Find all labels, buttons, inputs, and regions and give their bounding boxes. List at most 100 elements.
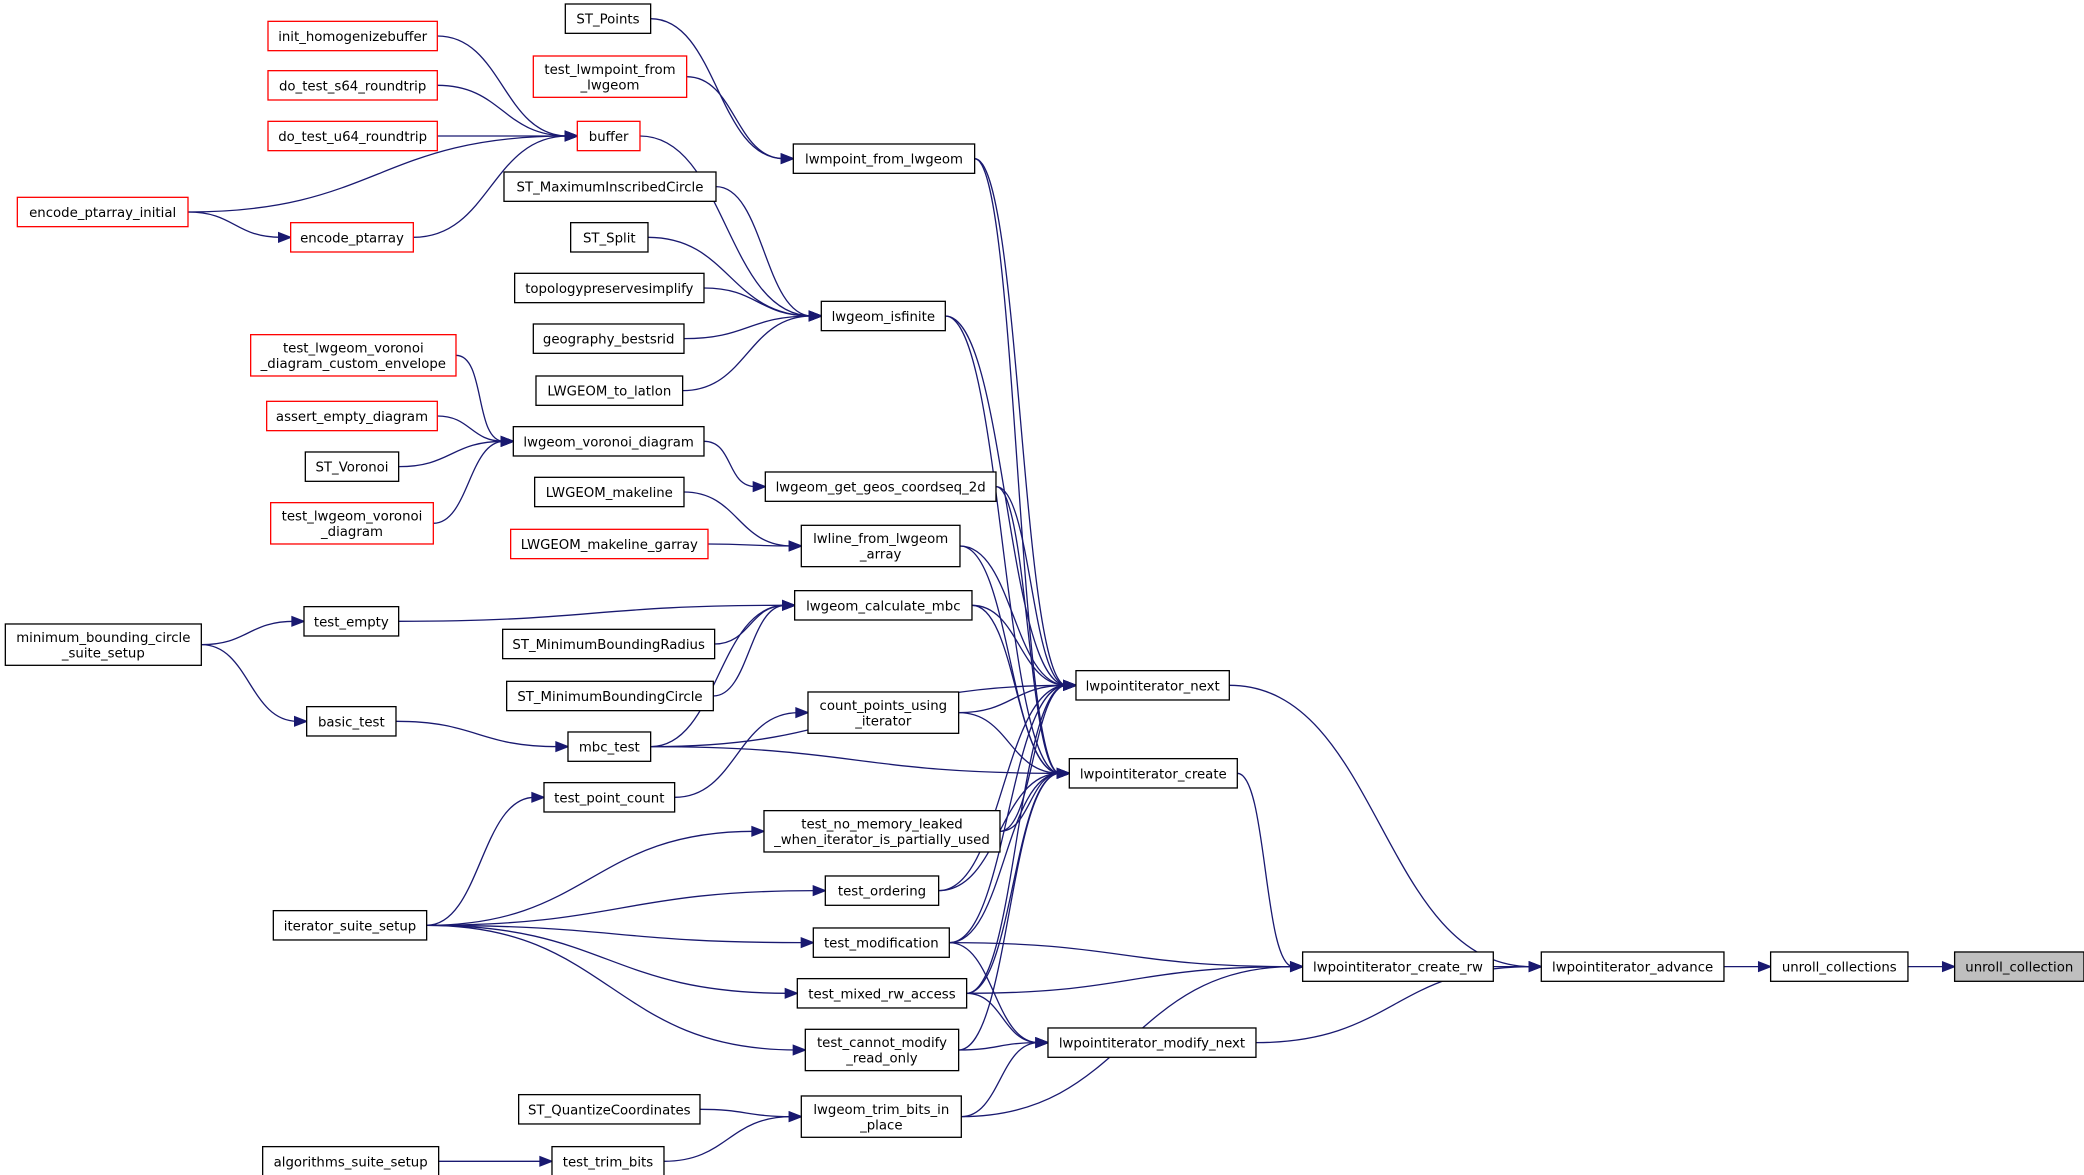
edge-mbc-test-to-lwpointiterator-create xyxy=(650,745,1060,774)
node-box xyxy=(267,20,438,52)
node-lwgeom-trim-bits-in-place[interactable]: lwgeom_trim_bits_in_place xyxy=(800,1095,962,1138)
edge-arrowhead xyxy=(795,707,810,719)
node-test-cannot-modify-read-only[interactable]: test_cannot_modify_read_only xyxy=(804,1028,960,1072)
edge-buffer-to-lwgeom-isfinite xyxy=(639,135,812,317)
node-test-lwmpoint-from-lwgeom[interactable]: test_lwmpoint_from_lwgeom xyxy=(532,55,688,98)
edge-arrowhead xyxy=(780,153,796,165)
edge-arrowhead xyxy=(808,310,824,322)
node-label: lwpointiterator_advance xyxy=(1552,961,1713,976)
node-box xyxy=(270,502,434,545)
node-lwpointiterator-modify-next[interactable]: lwpointiterator_modify_next xyxy=(1047,1027,1257,1058)
edge-lwpointiterator-next-to-lwpointiterator-advance xyxy=(1229,684,1532,968)
node-do-test-s64-roundtrip[interactable]: do_test_s64_roundtrip xyxy=(267,70,438,101)
node-unroll-collections[interactable]: unroll_collections xyxy=(1769,951,1909,982)
edge-test-cannot-modify-read-only-to-lwpointiterator-modify-next xyxy=(958,1041,1039,1051)
node-buffer[interactable]: buffer xyxy=(576,120,641,152)
node-lwgeom-isfinite[interactable]: lwgeom_isfinite xyxy=(820,300,946,332)
node-test-ordering[interactable]: test_ordering xyxy=(824,875,940,906)
edge-lwgeom-get-geos-coordseq-2d-to-lwpointiterator-next xyxy=(995,486,1067,686)
node-test-lwgeom-voronoi-diagram-custom-envelope[interactable]: test_lwgeom_voronoi_diagram_custom_envel… xyxy=(250,334,457,377)
node-lwgeom-makeline-garray[interactable]: LWGEOM_makeline_garray xyxy=(510,528,709,560)
edge-arrowhead xyxy=(555,741,570,753)
node-lwgeom-calculate-mbc[interactable]: lwgeom_calculate_mbc xyxy=(793,590,973,621)
node-minimum-bounding-circle-suite-setup[interactable]: minimum_bounding_circle_suite_setup xyxy=(4,623,202,666)
edge-test-trim-bits-to-lwgeom-trim-bits-in-place xyxy=(663,1115,792,1162)
node-box xyxy=(800,524,961,568)
node-label: assert_empty_diagram xyxy=(276,410,428,425)
node-test-mixed-rw-access[interactable]: test_mixed_rw_access xyxy=(796,977,968,1009)
node-lwmpoint-from-lwgeom[interactable]: lwmpoint_from_lwgeom xyxy=(792,143,976,174)
edge-test-modification-to-lwpointiterator-create-rw xyxy=(949,941,1294,968)
edge-arrowhead xyxy=(751,825,766,837)
edge-arrowhead xyxy=(1063,679,1078,691)
edge-arrowhead xyxy=(752,481,768,493)
node-lwgeom-voronoi-diagram[interactable]: lwgeom_voronoi_diagram xyxy=(512,426,705,457)
node-basic-test[interactable]: basic_test xyxy=(306,705,397,737)
node-st-quantizecoordinates[interactable]: ST_QuantizeCoordinates xyxy=(518,1093,701,1125)
node-label: lwgeom_trim_bits_in xyxy=(813,1103,949,1118)
node-label: lwgeom_voronoi_diagram xyxy=(523,435,693,450)
node-test-point-count[interactable]: test_point_count xyxy=(543,781,676,813)
node-label: encode_ptarray xyxy=(300,231,404,246)
nodes-layer: init_homogenizebuffer do_test_s64_roundtr… xyxy=(4,3,2084,1175)
node-lwline-from-lwgeom-array[interactable]: lwline_from_lwgeom_array xyxy=(800,524,961,568)
edge-arrowhead xyxy=(291,615,306,627)
node-lwpointiterator-create[interactable]: lwpointiterator_create xyxy=(1068,757,1238,789)
node-lwpointiterator-create-rw[interactable]: lwpointiterator_create_rw xyxy=(1301,951,1494,982)
node-topologypreservesimplify[interactable]: topologypreservesimplify xyxy=(514,272,705,304)
node-label: _array xyxy=(859,548,902,563)
node-lwpointiterator-advance[interactable]: lwpointiterator_advance xyxy=(1540,951,1725,982)
edge-count-points-using-iterator-to-lwpointiterator-create xyxy=(958,711,1060,774)
node-st-minimumboundingradius[interactable]: ST_MinimumBoundingRadius xyxy=(502,628,716,660)
edge-minimum-bounding-circle-suite-setup-to-test-empty xyxy=(201,620,295,646)
node-box xyxy=(250,334,457,377)
node-label: test_point_count xyxy=(554,791,664,806)
node-label: LWGEOM_makeline xyxy=(546,486,673,501)
node-test-trim-bits[interactable]: test_trim_bits xyxy=(551,1145,665,1175)
node-box xyxy=(262,1145,440,1175)
node-lwgeom-get-geos-coordseq-2d[interactable]: lwgeom_get_geos_coordseq_2d xyxy=(764,471,997,502)
edge-assert-empty-diagram-to-lwgeom-voronoi-diagram xyxy=(437,415,504,442)
node-box xyxy=(266,400,438,432)
node-do-test-u64-roundtrip[interactable]: do_test_u64_roundtrip xyxy=(267,120,438,152)
node-test-lwgeom-voronoi-diagram[interactable]: test_lwgeom_voronoi_diagram xyxy=(270,502,434,545)
edge-iterator-suite-setup-to-test-modification xyxy=(426,924,804,944)
node-label: ST_MinimumBoundingRadius xyxy=(512,638,705,653)
node-box xyxy=(534,476,685,508)
node-test-empty[interactable]: test_empty xyxy=(303,606,400,637)
node-encode-ptarray[interactable]: encode_ptarray xyxy=(290,222,414,253)
node-mbc-test[interactable]: mbc_test xyxy=(567,731,652,762)
node-label: test_modification xyxy=(824,937,939,952)
node-algorithms-suite-setup[interactable]: algorithms_suite_setup xyxy=(262,1145,440,1175)
node-lwgeom-makeline[interactable]: LWGEOM_makeline xyxy=(534,476,685,508)
node-assert-empty-diagram[interactable]: assert_empty_diagram xyxy=(266,400,438,432)
node-init-homogenizebuffer[interactable]: init_homogenizebuffer xyxy=(267,20,438,52)
edge-lwgeom-calculate-mbc-to-lwpointiterator-next xyxy=(971,604,1067,686)
node-st-maximuminscribedcircle[interactable]: ST_MaximumInscribedCircle xyxy=(503,171,717,202)
node-box xyxy=(267,70,438,101)
edge-lwgeom-isfinite-to-lwpointiterator-create xyxy=(945,315,1061,774)
node-lwpointiterator-next[interactable]: lwpointiterator_next xyxy=(1075,669,1230,701)
node-encode-ptarray-initial[interactable]: encode_ptarray_initial xyxy=(16,196,189,228)
edge-minimum-bounding-circle-suite-setup-to-basic-test xyxy=(201,644,298,722)
node-box xyxy=(763,809,1001,853)
node-st-points[interactable]: ST_Points xyxy=(564,3,652,34)
node-st-voronoi[interactable]: ST_Voronoi xyxy=(304,451,400,482)
node-test-no-memory-leaked[interactable]: test_no_memory_leaked_when_iterator_is_p… xyxy=(763,809,1001,853)
node-count-points-using-iterator[interactable]: count_points_using_iterator xyxy=(807,691,960,734)
edge-test-mixed-rw-access-to-lwpointiterator-create-rw xyxy=(966,965,1294,994)
edge-lwline-from-lwgeom-array-to-lwpointiterator-create xyxy=(959,545,1060,774)
node-test-modification[interactable]: test_modification xyxy=(812,927,950,958)
node-lwgeom-to-latlon[interactable]: LWGEOM_to_latlon xyxy=(535,375,684,406)
node-box xyxy=(510,528,709,560)
node-st-minimumboundingcircle[interactable]: ST_MinimumBoundingCircle xyxy=(506,680,714,712)
node-box xyxy=(800,1095,962,1138)
node-geography-bestsrid[interactable]: geography_bestsrid xyxy=(532,323,685,354)
edge-arrowhead xyxy=(1035,1037,1050,1049)
node-st-split[interactable]: ST_Split xyxy=(570,222,649,253)
edge-count-points-using-iterator-to-lwpointiterator-next xyxy=(958,684,1067,714)
node-unroll-collection[interactable]: unroll_collection xyxy=(1953,951,2084,982)
node-iterator-suite-setup[interactable]: iterator_suite_setup xyxy=(272,909,428,941)
node-box xyxy=(820,300,946,332)
